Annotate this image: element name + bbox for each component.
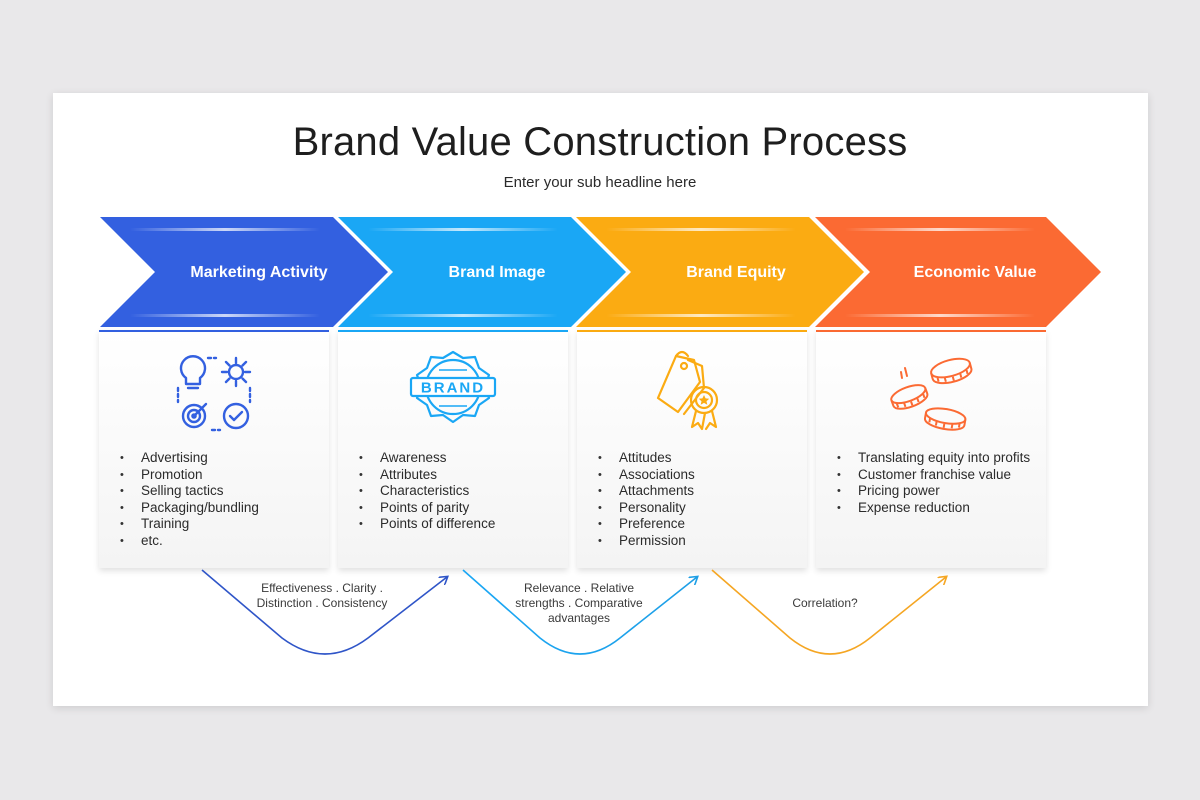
page-title: Brand Value Construction Process [292,120,908,164]
list-item: Training [120,516,331,533]
connector-curve-2 [462,569,697,655]
connector-curve-3 [711,569,946,655]
connector-label-2: Relevance . Relative strengths . Compara… [515,581,643,625]
price-tag-award-icon [642,348,742,438]
marketing-icon [164,348,264,438]
step-label-brand-equity: Brand Equity [686,264,786,281]
card-economic-value: Translating equity into profits Customer… [816,330,1046,568]
connector-curve-1 [201,569,447,655]
list-item: Translating equity into profits [837,450,1048,467]
list-item: Points of difference [359,516,570,533]
arrow-economic-value [815,217,1101,327]
step-label-economic-value: Economic Value [913,264,1037,281]
coins-icon [881,348,981,438]
list-item: Packaging/bundling [120,500,331,517]
page-subtitle: Enter your sub headline here [503,174,697,191]
list-item: Personality [598,500,809,517]
list-item: Attachments [598,483,809,500]
svg-text:BRAND: BRAND [421,380,485,397]
arrow-brand-equity [576,217,864,327]
list-item: Expense reduction [837,500,1048,517]
list-item: Promotion [120,467,331,484]
list-item: Attitudes [598,450,809,467]
step-label-marketing-activity: Marketing Activity [190,264,328,281]
arrow-brand-image [338,217,626,327]
step-label-brand-image: Brand Image [448,264,546,281]
card-brand-image: BRAND Awareness Attributes Characteristi… [338,330,568,568]
list-item: Permission [598,533,809,550]
list-item: Customer franchise value [837,467,1048,484]
list-item: Associations [598,467,809,484]
list-item: Attributes [359,467,570,484]
connector-label-3: Correlation? [792,596,858,610]
list-item: Advertising [120,450,331,467]
list-item: Characteristics [359,483,570,500]
list-item: Awareness [359,450,570,467]
connector-label-1: Effectiveness . Clarity . Distinction . … [256,581,388,610]
card-brand-equity: Attitudes Associations Attachments Perso… [577,330,807,568]
list-item: Pricing power [837,483,1048,500]
brand-badge-icon: BRAND [403,348,503,438]
arrow-marketing-activity [100,217,388,327]
list-item: etc. [120,533,331,550]
card-marketing-activity: Advertising Promotion Selling tactics Pa… [99,330,329,568]
list-item: Points of parity [359,500,570,517]
list-item: Selling tactics [120,483,331,500]
list-item: Preference [598,516,809,533]
